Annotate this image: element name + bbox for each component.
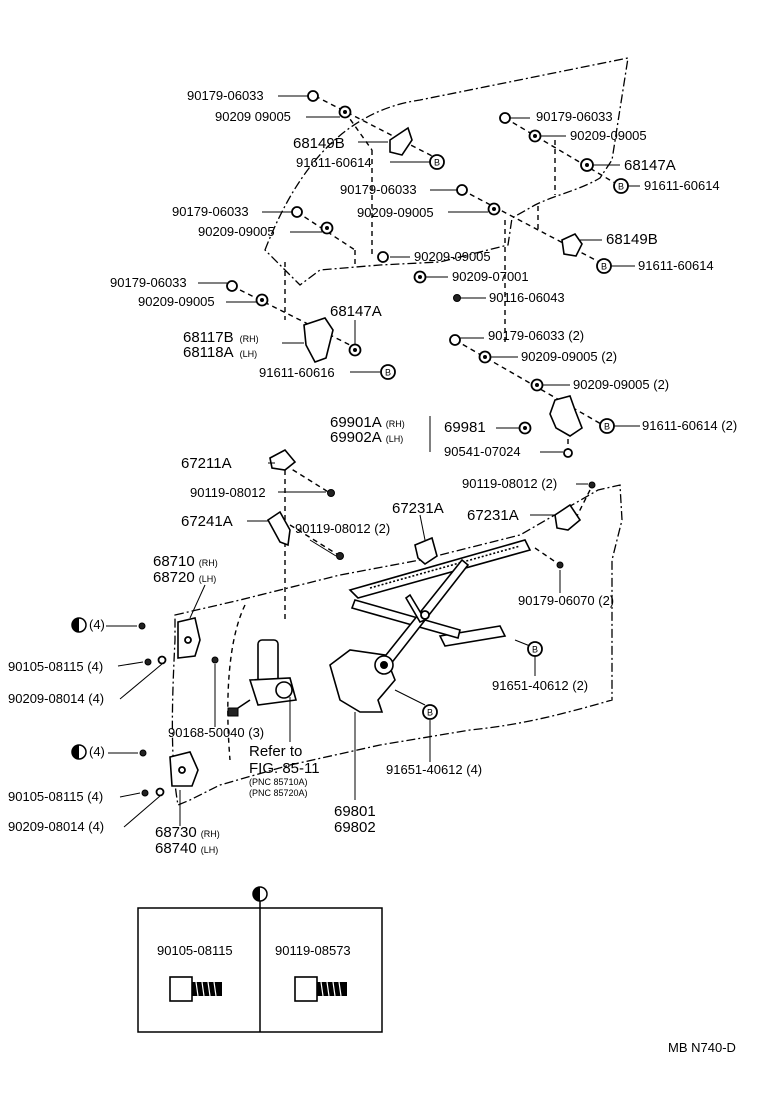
part-number: 91611-60616 — [259, 365, 335, 380]
part-number: 67211A — [181, 455, 232, 472]
part-number: 69901A(RH) — [330, 414, 405, 431]
part-number: 90209-08014 (4) — [8, 819, 104, 834]
part-number: 67231A — [392, 500, 444, 517]
part-number: 90116-06043 — [489, 290, 565, 305]
door-inner-contour — [227, 604, 246, 761]
part-number: 90541-07024 — [444, 444, 521, 459]
part-number: 90209-09005 (2) — [573, 377, 669, 392]
door-glass-outline — [264, 57, 629, 286]
hinges — [138, 617, 219, 797]
part-number: 67231A — [467, 507, 519, 524]
part-number: 90209-09005 — [570, 128, 647, 143]
part-number: 90179-06033 — [340, 182, 417, 197]
part-number: 90179-06033 (2) — [488, 328, 584, 343]
part-number: 67241A — [181, 513, 233, 530]
svg-text:B: B — [601, 262, 607, 272]
part-number: 69981 — [444, 419, 486, 436]
part-number: 68147A — [624, 157, 676, 174]
part-number: 69802 — [334, 819, 376, 836]
part-number: 90179-06033 — [172, 204, 249, 219]
regulator-assembly — [227, 448, 596, 717]
part-labels: 90179-06033 90209 09005 68149B 91611-606… — [8, 88, 737, 1055]
reference-note: FIG. 85-11 — [249, 760, 320, 777]
b-marker-6: B — [527, 641, 543, 657]
part-number: 90209-09005 — [138, 294, 215, 309]
reference-note: Refer to — [249, 743, 302, 760]
reference-note: (PNC 85710A) — [249, 777, 308, 787]
part-number: 90119-08012 — [190, 485, 266, 500]
svg-text:B: B — [618, 182, 624, 192]
part-number: 90105-08115 (4) — [8, 789, 103, 804]
door-panel-outline — [171, 484, 623, 806]
part-number: (4) — [89, 617, 105, 632]
part-number: 90119-08012 (2) — [295, 521, 390, 536]
part-number: 90209-09005 — [357, 205, 434, 220]
bolt-90105-08115-icon — [169, 976, 222, 1002]
legend-box — [137, 901, 383, 1033]
legend-part-number: 90119-08573 — [275, 943, 351, 958]
part-number: 90209-09005 (2) — [521, 349, 617, 364]
part-number: 68118A(LH) — [183, 344, 257, 361]
part-number: 91611-60614 (2) — [642, 418, 737, 433]
part-number: 90209 09005 — [215, 109, 291, 124]
svg-text:B: B — [604, 422, 610, 432]
assembly-guides-top — [231, 95, 621, 620]
b-markers: B B B B B B B — [380, 154, 629, 720]
half-circle-icon — [71, 744, 87, 760]
part-number: 91611-60614 — [296, 155, 372, 170]
part-number: 91651-40612 (2) — [492, 678, 588, 693]
part-number: 91611-60614 — [638, 258, 714, 273]
part-number: 90179-06033 — [187, 88, 264, 103]
part-number: 91611-60614 — [644, 178, 720, 193]
part-number: 68730(RH) — [155, 824, 220, 841]
part-number: 68710(RH) — [153, 553, 218, 570]
part-number: 68149B — [606, 231, 658, 248]
part-number: 68147A — [330, 303, 382, 320]
part-number: 90209-08014 (4) — [8, 691, 104, 706]
part-number: 90179-06070 (2) — [518, 593, 614, 608]
leader-lines — [106, 95, 640, 828]
b-marker-4: B — [380, 364, 396, 380]
bolt-90119-08573-icon — [294, 976, 347, 1002]
svg-text:B: B — [427, 708, 433, 718]
part-number: 68720(LH) — [153, 569, 216, 586]
part-number: 68149B — [293, 135, 345, 152]
part-number: (4) — [89, 744, 105, 759]
part-number: 68117B(RH) — [183, 329, 259, 346]
part-number: 69801 — [334, 803, 376, 820]
part-number: 69902A(LH) — [330, 429, 403, 446]
top-hardware — [226, 90, 594, 458]
figure-code: MB N740-D — [668, 1040, 736, 1055]
part-number: 90119-08012 (2) — [462, 476, 557, 491]
part-number: 90209-09005 — [198, 224, 275, 239]
part-number: 90209-09005 — [414, 249, 491, 264]
reference-note: (PNC 85720A) — [249, 788, 308, 798]
part-number: 90105-08115 (4) — [8, 659, 103, 674]
svg-text:B: B — [385, 368, 391, 378]
b-marker-2: B — [613, 178, 629, 194]
part-number: 90168-50040 (3) — [168, 725, 264, 740]
half-circle-icon — [252, 886, 268, 902]
half-circle-icon — [71, 617, 87, 633]
part-number: 90179-06033 — [536, 109, 613, 124]
legend-part-number: 90105-08115 — [157, 943, 233, 958]
part-number: 90209-07001 — [452, 269, 529, 284]
b-marker-1: B — [429, 154, 445, 170]
part-number: 68740(LH) — [155, 840, 218, 857]
b-marker-3: B — [596, 258, 612, 274]
b-marker-5: B — [599, 418, 615, 434]
part-number: 90179-06033 — [110, 275, 187, 290]
part-number: 91651-40612 (4) — [386, 762, 482, 777]
svg-text:B: B — [532, 645, 538, 655]
b-marker-7: B — [422, 704, 438, 720]
svg-text:B: B — [434, 158, 440, 168]
